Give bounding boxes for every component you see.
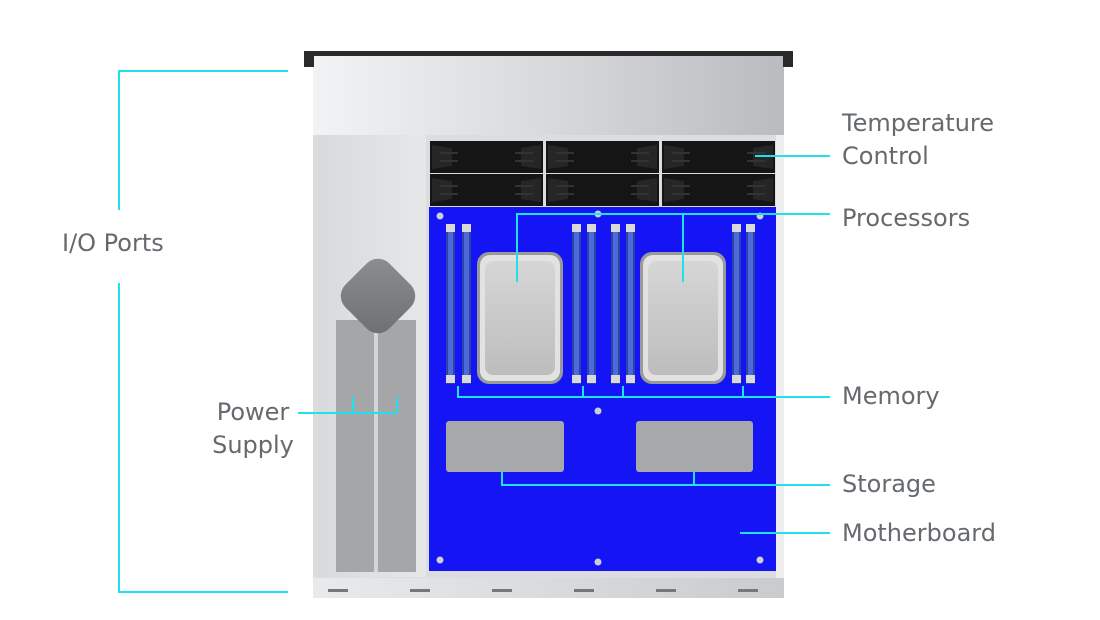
- fan: [546, 174, 659, 206]
- storage-drive: [636, 421, 753, 472]
- power-supply-label-line1: Power: [216, 398, 290, 426]
- processors-label: Processors: [842, 204, 971, 232]
- temperature-control-label-line2: Control: [842, 142, 929, 170]
- fan-array: [430, 141, 775, 206]
- fan: [546, 141, 659, 173]
- fan: [662, 141, 775, 173]
- storage-drives: [446, 421, 753, 472]
- processor: [640, 252, 726, 384]
- io-ports-bracket-top: [118, 70, 288, 210]
- chassis-bottom-slot: [656, 589, 676, 592]
- memory-slot: [462, 224, 471, 384]
- chassis-bottom-slot: [410, 589, 430, 592]
- memory-callout: [457, 386, 830, 398]
- memory-modules: [446, 224, 755, 384]
- memory-slot: [572, 224, 581, 384]
- chassis-top-edge: [304, 51, 793, 56]
- motherboard-label: Motherboard: [842, 519, 996, 547]
- psu-rail-right: [378, 320, 416, 572]
- memory-slot: [746, 224, 755, 384]
- power-supply: [336, 258, 416, 572]
- mounting-hole: [594, 407, 602, 415]
- memory-slot: [611, 224, 620, 384]
- storage-callout: [501, 472, 830, 486]
- io-ports-label: I/O Ports: [62, 229, 164, 257]
- mounting-hole: [594, 558, 602, 566]
- storage-drive: [446, 421, 564, 472]
- mounting-hole: [436, 556, 444, 564]
- temperature-control-label-line1: Temperature: [842, 109, 995, 137]
- fan: [430, 174, 543, 206]
- psu-fan-housing: [340, 258, 416, 334]
- chassis-bottom-slot: [574, 589, 594, 592]
- power-supply-label-line2: Supply: [212, 431, 294, 459]
- memory-slot: [732, 224, 741, 384]
- psu-rail-gap: [374, 320, 378, 572]
- chassis-bottom-slot: [328, 589, 348, 592]
- chassis-top-panel: [313, 52, 784, 136]
- processor: [477, 252, 563, 384]
- chassis-bottom-slot: [738, 589, 758, 592]
- psu-rail-left: [336, 320, 374, 572]
- temperature-control-label: Temperature Control: [842, 107, 994, 173]
- chassis-top-right-tab: [783, 51, 793, 67]
- memory-slot: [587, 224, 596, 384]
- io-ports-bracket-bottom: [118, 283, 288, 593]
- chassis-bottom-slot: [492, 589, 512, 592]
- memory-slot: [446, 224, 455, 384]
- fan: [430, 141, 543, 173]
- power-supply-label: Power Supply: [200, 396, 306, 462]
- memory-label: Memory: [842, 382, 940, 410]
- mounting-hole: [756, 556, 764, 564]
- chassis-bottom-panel: [313, 578, 784, 598]
- chassis-top-left-tab: [304, 51, 314, 67]
- fan: [662, 174, 775, 206]
- mounting-hole: [436, 212, 444, 220]
- callout-lines: [118, 70, 830, 593]
- memory-slot: [626, 224, 635, 384]
- processors: [477, 252, 726, 384]
- processors-callout: [516, 213, 830, 282]
- chassis-right-rail: [776, 135, 784, 580]
- storage-label: Storage: [842, 470, 936, 498]
